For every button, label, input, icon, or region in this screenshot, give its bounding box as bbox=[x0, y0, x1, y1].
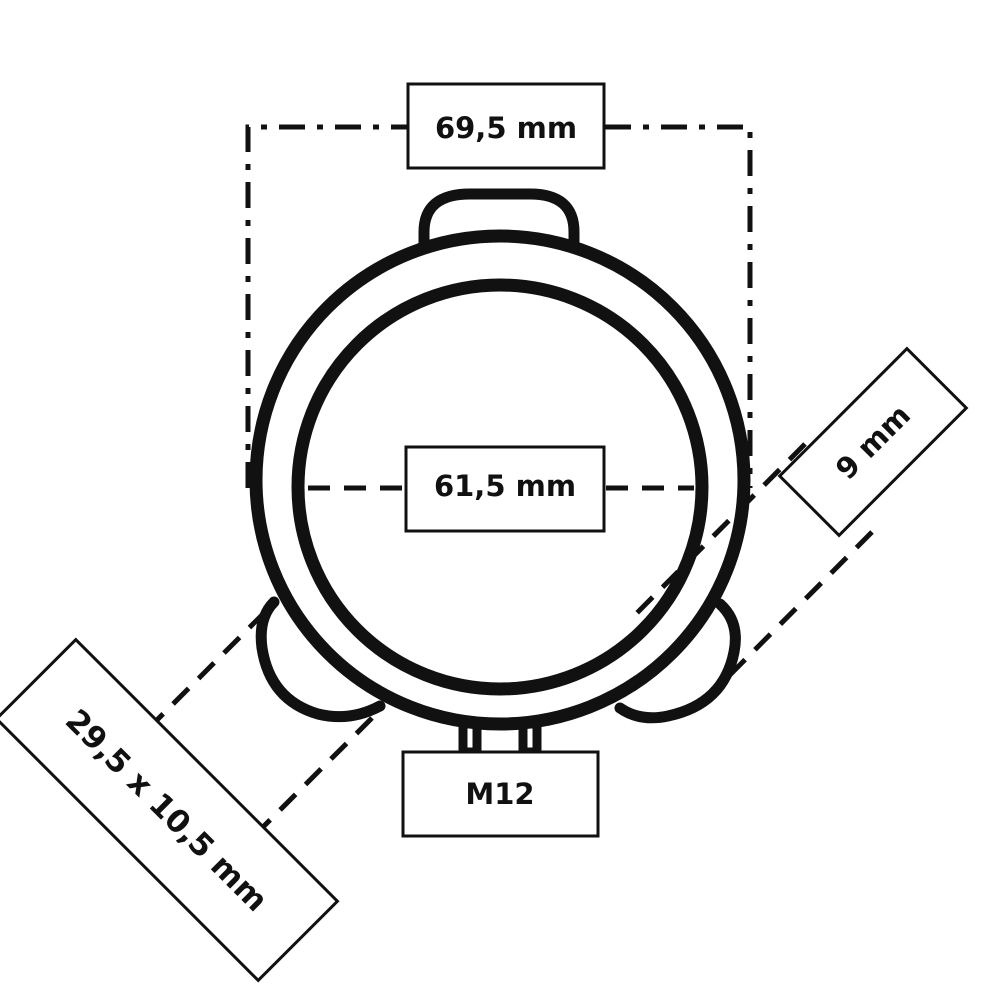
ear-size-box bbox=[0, 637, 340, 983]
thickness-box bbox=[777, 346, 969, 538]
left-ear bbox=[255, 596, 386, 723]
outer-diameter-dimension-line bbox=[245, 124, 753, 488]
bolt-label: M12 bbox=[465, 777, 534, 811]
thickness-dimension-line-upper bbox=[628, 442, 807, 622]
ear-size-dimension-line-lower bbox=[256, 716, 374, 834]
thickness-dimension-line-lower bbox=[693, 530, 874, 712]
outer-diameter-box bbox=[406, 82, 606, 170]
ear-size-dimension-line-upper bbox=[148, 610, 267, 729]
inner-diameter-label: 61,5 mm bbox=[434, 469, 576, 503]
bolt-box bbox=[401, 750, 600, 838]
inner-diameter-box bbox=[404, 445, 606, 533]
top-tab bbox=[418, 188, 580, 244]
outer-diameter-label: 69,5 mm bbox=[435, 111, 577, 145]
